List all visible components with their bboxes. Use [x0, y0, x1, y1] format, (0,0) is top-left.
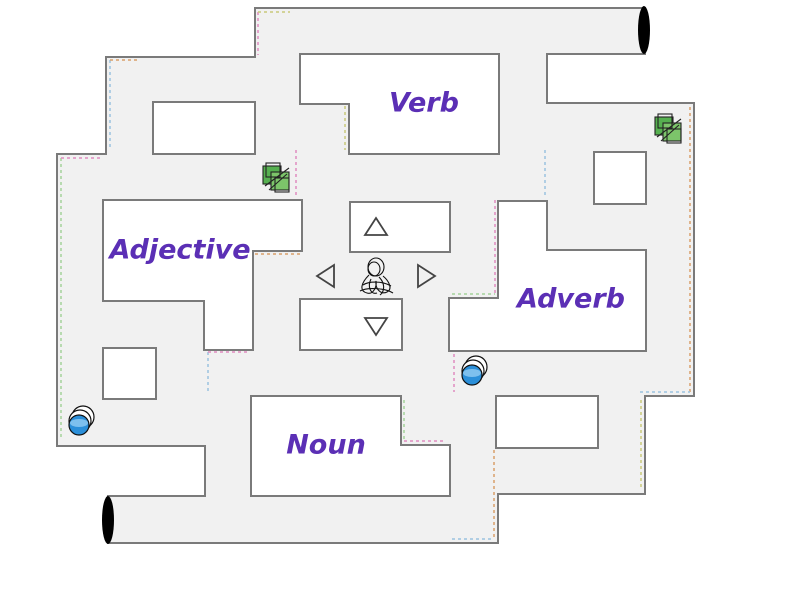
blue-pellet-icon: [68, 405, 95, 436]
green-ghost-icon: [654, 113, 682, 144]
room-label-adverb: Adverb: [517, 283, 625, 315]
adverb-room: [448, 200, 647, 352]
green-ghost-icon: [262, 162, 290, 193]
noun-room: [250, 395, 451, 497]
blue-pellet-icon: [461, 355, 488, 386]
maze-blocks: [102, 53, 647, 497]
right-arrow-icon[interactable]: [415, 263, 437, 289]
player-scribble-icon[interactable]: [355, 255, 397, 297]
portal-right: [638, 6, 650, 54]
block: [102, 347, 157, 400]
block: [152, 101, 256, 155]
adjective-room: [102, 199, 303, 351]
block: [495, 395, 599, 449]
room-label-verb: Verb: [389, 87, 459, 119]
up-arrow-icon[interactable]: [363, 216, 389, 238]
block-down: [299, 298, 403, 351]
corner-markers: [60, 11, 691, 540]
room-label-noun: Noun: [286, 429, 366, 461]
room-label-adjective: Adjective: [109, 234, 251, 266]
block-up: [349, 201, 451, 253]
verb-room: [299, 53, 500, 155]
portal-left: [102, 496, 114, 544]
down-arrow-icon[interactable]: [363, 315, 389, 337]
left-arrow-icon[interactable]: [315, 263, 337, 289]
block: [593, 151, 647, 205]
